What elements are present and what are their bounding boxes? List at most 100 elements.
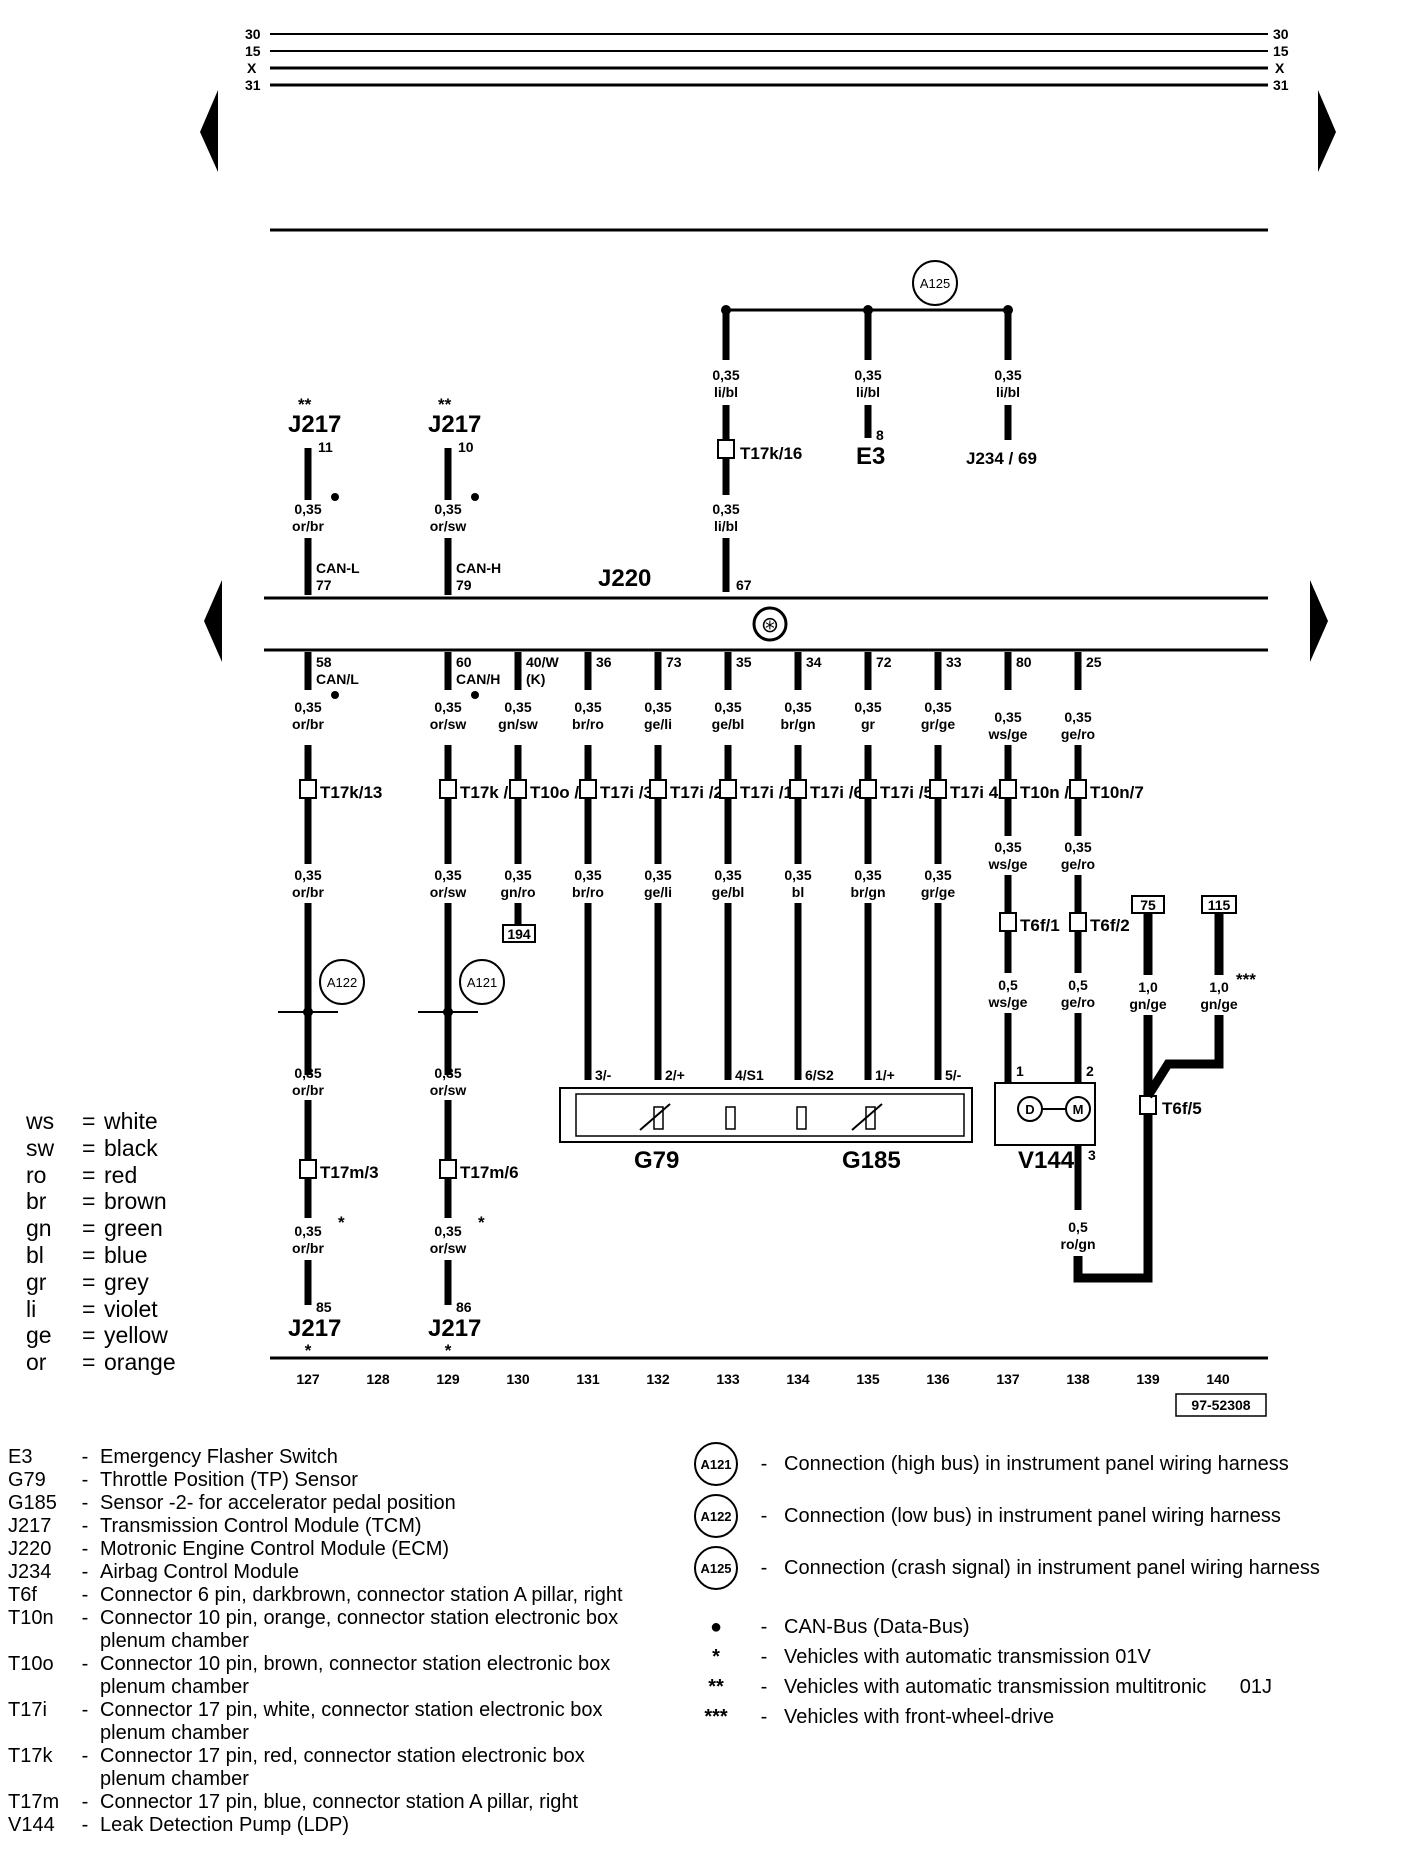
- col-7-color-1: gr: [861, 716, 876, 732]
- component-desc: Connector 10 pin, brown, connector stati…: [100, 1653, 611, 1698]
- color-name: orange: [104, 1349, 176, 1376]
- lower-1-size-2: 0,35: [434, 1223, 461, 1239]
- equals-sign: =: [82, 1188, 96, 1215]
- note-symbol: **: [708, 1676, 724, 1698]
- doc-number: 97-52308: [1191, 1397, 1250, 1413]
- legend-dash: -: [81, 1814, 89, 1836]
- col-6-size-2: 0,35: [784, 867, 811, 883]
- sensor-pin-4: 2/+: [665, 1067, 685, 1083]
- j217-top-2-pin: 10: [458, 439, 474, 455]
- col-9-color-2: ws/ge: [988, 856, 1028, 872]
- col-3-size-2: 0,35: [574, 867, 601, 883]
- col-1-color-2: or/sw: [430, 884, 467, 900]
- color-name: black: [104, 1134, 158, 1161]
- component-code: G185: [8, 1492, 57, 1514]
- grid-number: 129: [436, 1371, 460, 1387]
- page-right-arrow-top[interactable]: [1318, 90, 1336, 172]
- j220-label: J220: [598, 565, 651, 592]
- grid-number: 140: [1206, 1371, 1230, 1387]
- component-legend-row: T6f-Connector 6 pin, darkbrown, connecto…: [8, 1584, 698, 1607]
- connector-col-9: [999, 779, 1017, 799]
- component-desc: Motronic Engine Control Module (ECM): [100, 1538, 450, 1560]
- col-10-color-3: ge/ro: [1061, 994, 1095, 1010]
- component-code: J220: [8, 1538, 52, 1560]
- connection-desc: Connection (high bus) in instrument pane…: [784, 1452, 1289, 1475]
- component-code: T17i: [8, 1699, 47, 1721]
- lower-0-pin: 85: [316, 1299, 332, 1315]
- can-h-label: CAN-H: [456, 560, 501, 576]
- connection-circle-label-0: A122: [327, 975, 357, 990]
- legend-dash: -: [81, 1584, 89, 1606]
- component-legend-row: T10n-Connector 10 pin, orange, connector…: [8, 1607, 698, 1653]
- col-7-size-2: 0,35: [854, 867, 881, 883]
- col-9-connector-2: T6f/1: [1020, 916, 1060, 935]
- v144-box: D M V144 3 0,5 ro/gn: [994, 1082, 1153, 1283]
- col-10-size-2: 0,35: [1064, 839, 1091, 855]
- ecm-pin-0: 58: [316, 654, 332, 670]
- top-wire-lower-color: li/bl: [714, 518, 738, 534]
- ecm-pin-1: 60: [456, 654, 472, 670]
- legend-dash: -: [81, 1469, 89, 1491]
- top-wire-2-color: li/bl: [856, 384, 880, 400]
- color-name: violet: [104, 1295, 158, 1322]
- color-name: white: [104, 1108, 158, 1134]
- component-legend-row: T17m-Connector 17 pin, blue, connector s…: [8, 1791, 698, 1814]
- grid-number: 137: [996, 1371, 1020, 1387]
- ecm-symbol-glyph: ⊛: [761, 612, 779, 637]
- color-key-row: ro=red: [26, 1162, 176, 1189]
- connector-col-3: [579, 779, 597, 799]
- connection-symbol-icon: A122: [694, 1494, 738, 1538]
- lower-1-color: or/sw: [430, 1082, 467, 1098]
- component-code: E3: [8, 1446, 33, 1468]
- col-9-color-3: ws/ge: [988, 994, 1028, 1010]
- component-code: G79: [8, 1469, 46, 1491]
- col-4-color-1: ge/li: [644, 716, 672, 732]
- page-right-arrow-mid[interactable]: [1310, 580, 1328, 662]
- ecm-pin-3: 36: [596, 654, 612, 670]
- connector-col-0: [299, 779, 317, 799]
- color-code: ge: [26, 1322, 52, 1349]
- col-10-size-3: 0,5: [1068, 977, 1088, 993]
- ecm-pin-9: 80: [1016, 654, 1032, 670]
- col-1-color-1: or/sw: [430, 716, 467, 732]
- col-3-color-2: br/ro: [572, 884, 604, 900]
- component-code: T17k: [8, 1745, 53, 1767]
- equals-sign: =: [82, 1322, 96, 1349]
- col-0-size-1: 0,35: [294, 699, 321, 715]
- j217-top-2-stars: **: [438, 395, 452, 414]
- connection-legend-row: A122-Connection (low bus) in instrument …: [688, 1492, 1398, 1540]
- component-desc: Connector 6 pin, darkbrown, connector st…: [100, 1584, 623, 1606]
- component-desc: Connector 10 pin, orange, connector stat…: [100, 1607, 619, 1652]
- connection-symbol-icon: A121: [694, 1442, 738, 1486]
- legend-dash: -: [81, 1492, 89, 1514]
- connector-t17m-1: [439, 1159, 457, 1179]
- component-legend-row: G185 -Sensor -2- for accelerator pedal po…: [8, 1492, 698, 1515]
- color-code: gr: [26, 1268, 47, 1295]
- bus-label-x-left: X: [247, 60, 257, 76]
- component-desc: Sensor -2- for accelerator pedal positio…: [100, 1492, 456, 1514]
- ref-75: 75: [1140, 897, 1156, 913]
- ecm-pin-note-1: CAN/H: [456, 671, 500, 687]
- component-legend-row: T10o-Connector 10 pin, brown, connector …: [8, 1653, 698, 1699]
- col-0-connector: T17k/13: [320, 783, 382, 802]
- connection-desc: Connection (crash signal) in instrument …: [784, 1556, 1320, 1579]
- note-legend-row: ●-CAN-Bus (Data-Bus): [688, 1616, 1398, 1639]
- col-8-size-2: 0,35: [924, 867, 951, 883]
- lower-0-connector: T17m/3: [320, 1163, 379, 1182]
- bus-label-30-right: 30: [1273, 26, 1289, 42]
- bus-labels-right: 30 15 X 31: [1273, 26, 1289, 93]
- equals-sign: =: [82, 1108, 96, 1134]
- page-left-arrow-top[interactable]: [200, 90, 218, 172]
- note-symbol: ***: [704, 1706, 728, 1728]
- col-6-connector: T17i /6: [810, 783, 863, 802]
- v144-pin3: 3: [1088, 1147, 1096, 1163]
- component-code: J234: [8, 1561, 52, 1583]
- col-9-size-1: 0,35: [994, 709, 1021, 725]
- ecm-j220: ⊛ J220: [264, 565, 1268, 652]
- color-key-row: ge=yellow: [26, 1322, 176, 1349]
- ecm-pin-77: 77: [316, 577, 332, 593]
- page-left-arrow-mid[interactable]: [204, 580, 222, 662]
- color-key-row: gr=grey: [26, 1269, 176, 1296]
- v144-pin-9: 1: [1016, 1063, 1024, 1079]
- col-8-color-2: gr/ge: [921, 884, 955, 900]
